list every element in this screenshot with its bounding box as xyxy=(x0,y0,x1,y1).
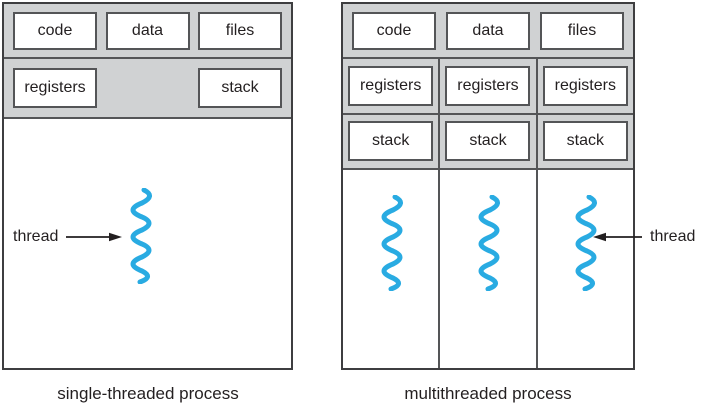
thread-squiggle-icon xyxy=(130,188,152,284)
left-arrow-icon xyxy=(593,232,642,242)
thread-area xyxy=(440,170,536,368)
stack-box: stack xyxy=(198,68,282,108)
thread-area xyxy=(343,170,439,368)
multithreaded-process-box: code data files registers stack xyxy=(341,2,635,370)
code-box: code xyxy=(13,11,97,50)
files-box: files xyxy=(540,11,624,50)
memory-sections-row: code data files xyxy=(4,4,291,59)
thread-area: thread xyxy=(4,119,291,368)
thread-columns: registers stack registers xyxy=(343,59,633,368)
thread-column-2: registers stack xyxy=(440,59,538,368)
thread-callout-right: thread xyxy=(592,229,695,245)
caption-single-threaded: single-threaded process xyxy=(57,384,239,403)
thread-label: thread xyxy=(13,228,59,245)
registers-box: registers xyxy=(13,68,97,108)
thread-squiggle-icon xyxy=(478,195,500,291)
single-threaded-process-box: code data files registers stack thread xyxy=(2,2,293,370)
registers-stack-row: registers stack xyxy=(4,59,291,119)
registers-box: registers xyxy=(542,65,628,106)
memory-sections-row: code data files xyxy=(343,4,633,59)
thread-column-1: registers stack xyxy=(343,59,441,368)
thread-squiggle-icon xyxy=(575,195,598,291)
stack-box: stack xyxy=(348,121,434,162)
thread-squiggle-icon xyxy=(381,195,403,291)
stack-box: stack xyxy=(542,121,628,162)
thread-column-3: registers stack xyxy=(537,59,633,368)
data-box: data xyxy=(446,11,530,50)
thread-label: thread xyxy=(650,228,696,245)
code-box: code xyxy=(352,11,436,50)
files-box: files xyxy=(198,11,282,50)
right-arrow-icon xyxy=(66,232,123,242)
caption-multithreaded: multithreaded process xyxy=(404,384,572,403)
thread-area xyxy=(537,170,633,368)
data-box: data xyxy=(105,11,190,50)
registers-box: registers xyxy=(445,65,531,106)
registers-box: registers xyxy=(348,65,434,106)
thread-callout-left: thread xyxy=(13,229,123,245)
stack-box: stack xyxy=(445,121,531,162)
